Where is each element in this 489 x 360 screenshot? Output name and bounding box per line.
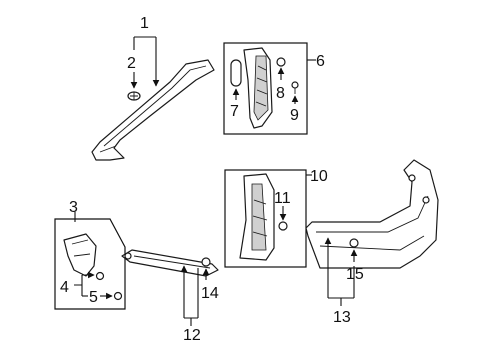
callout-10: 10	[310, 168, 328, 185]
callout-group-13-15: 13 15	[324, 237, 364, 326]
b-pillar-trim	[243, 47, 273, 129]
clip-15	[349, 238, 359, 248]
callout-group-12-14: 12 14	[180, 265, 219, 344]
rear-scuff-plate	[305, 159, 439, 269]
clip-11	[278, 221, 288, 231]
kick-panel-trim	[63, 233, 97, 277]
callout-14: 14	[201, 285, 219, 302]
callout-1: 1	[140, 15, 149, 32]
screw-9	[291, 81, 299, 94]
callout-group-6-9: 6 7 8 9	[230, 53, 325, 124]
detail-frame-3	[54, 218, 126, 310]
callout-4: 4	[60, 279, 69, 296]
detail-frame-6	[223, 42, 308, 135]
callout-group-1-2: 1 2	[127, 15, 156, 88]
garnish-7	[230, 59, 242, 87]
screw-5	[113, 291, 123, 301]
callout-3: 3	[69, 199, 78, 216]
callout-15: 15	[346, 266, 364, 283]
callout-2: 2	[127, 55, 136, 72]
callout-11: 11	[274, 190, 291, 207]
callout-group-3-5: 3 4 5	[60, 199, 113, 306]
callout-12: 12	[183, 327, 201, 344]
clip-14	[201, 257, 211, 267]
c-pillar-lower-trim	[239, 173, 275, 261]
a-pillar-trim	[91, 59, 215, 161]
callout-6: 6	[316, 53, 325, 70]
callout-5: 5	[89, 289, 98, 306]
callout-7: 7	[230, 103, 239, 120]
clip-8	[276, 57, 286, 67]
clip-2	[127, 91, 141, 101]
callout-9: 9	[290, 107, 299, 124]
callout-8: 8	[276, 85, 285, 102]
detail-frame-10	[224, 169, 307, 268]
callout-13: 13	[333, 309, 351, 326]
callout-group-10-11: 10 11	[274, 168, 328, 221]
front-scuff-plate	[121, 249, 219, 277]
clip-4	[95, 271, 105, 281]
